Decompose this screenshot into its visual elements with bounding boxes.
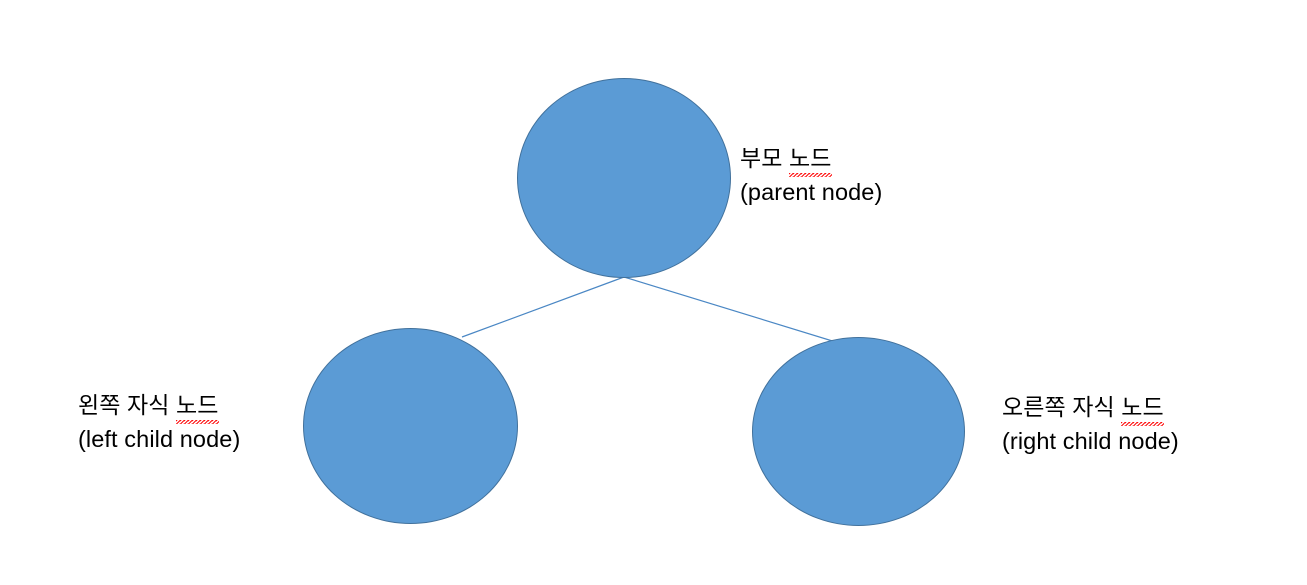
label-parent-node-korean-plain: 부모 — [740, 145, 790, 171]
node-left-child[interactable] — [303, 328, 518, 524]
label-left-child-node-english: (left child node) — [78, 426, 241, 452]
label-left-child-node-korean: 왼쪽 자식 노드 — [78, 388, 240, 424]
label-right-child-node-korean: 오른쪽 자식 노드 — [1002, 390, 1179, 426]
label-right-child-node-english: (right child node) — [1002, 428, 1179, 454]
label-left-child-node-korean-misspelled: 노드 — [176, 388, 219, 424]
edge-parent-to-right-child — [623, 276, 853, 348]
label-right-child-node-korean-plain: 오른쪽 자식 — [1002, 394, 1122, 420]
node-right-child[interactable] — [752, 337, 965, 526]
label-parent-node-korean: 부모 노드 — [740, 141, 882, 177]
label-parent-node-korean-misspelled: 노드 — [789, 141, 832, 177]
label-parent-node-english: (parent node) — [740, 179, 883, 205]
label-left-child-node-korean-plain: 왼쪽 자식 — [78, 392, 177, 418]
label-left-child-node: 왼쪽 자식 노드 (left child node) — [78, 388, 240, 456]
label-parent-node: 부모 노드 (parent node) — [740, 141, 882, 209]
edge-parent-to-left-child — [461, 276, 625, 338]
label-right-child-node: 오른쪽 자식 노드 (right child node) — [1002, 390, 1179, 458]
label-right-child-node-korean-misspelled: 노드 — [1121, 390, 1164, 426]
node-parent[interactable] — [517, 78, 731, 278]
